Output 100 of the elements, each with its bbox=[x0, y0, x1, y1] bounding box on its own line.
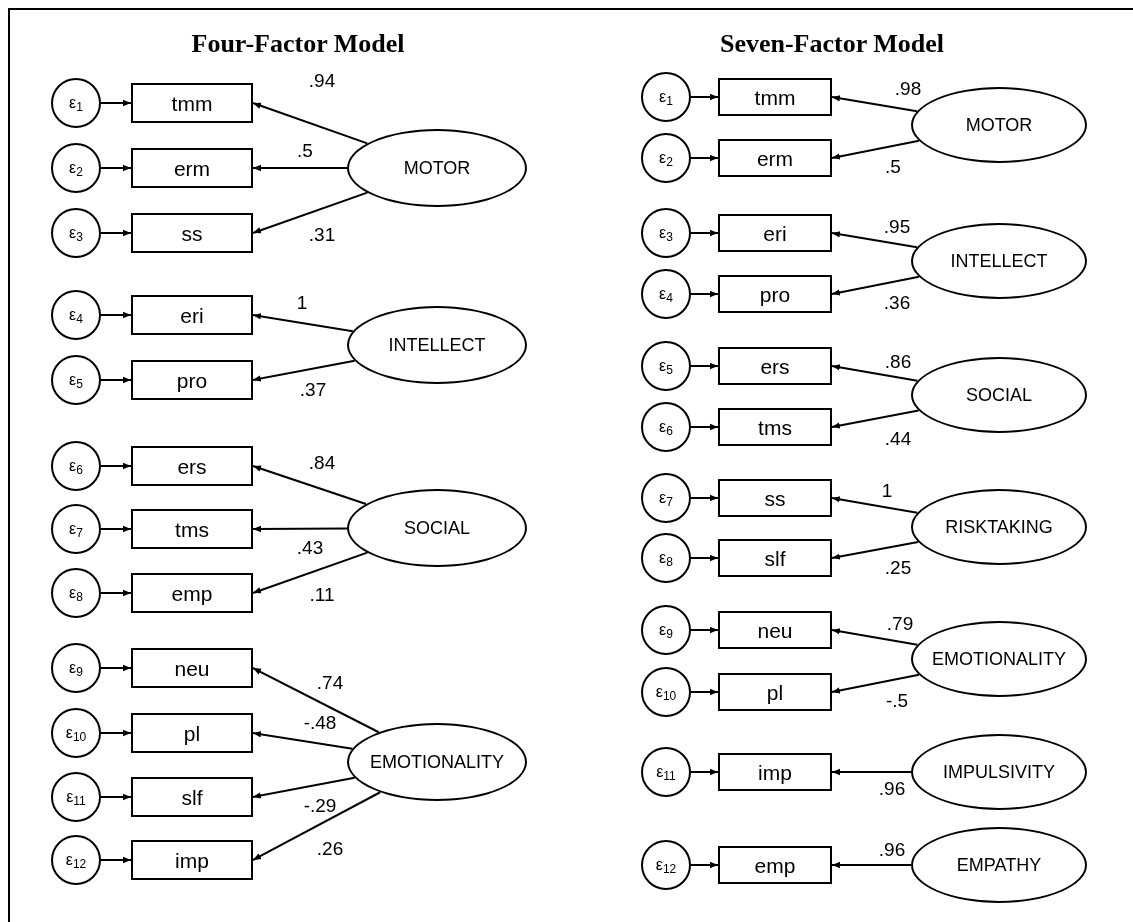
arrow bbox=[831, 95, 918, 113]
observed-variable-box: emp bbox=[718, 846, 832, 884]
arrow bbox=[690, 494, 719, 502]
observed-variable-box: pl bbox=[131, 713, 253, 753]
arrow bbox=[690, 154, 719, 162]
observed-variable-box: emp bbox=[131, 573, 253, 613]
edge-label: .74 bbox=[316, 672, 344, 692]
latent-factor-ellipse: INTELLECT bbox=[347, 306, 527, 384]
arrow bbox=[690, 768, 719, 776]
observed-variable-box: slf bbox=[131, 777, 253, 817]
arrow bbox=[100, 793, 132, 801]
arrow bbox=[690, 423, 719, 431]
edge-label: .86 bbox=[884, 351, 912, 371]
arrow bbox=[831, 364, 919, 382]
edge-label: .79 bbox=[886, 613, 914, 633]
edge-label: .11 bbox=[309, 584, 335, 604]
edge-label: -.29 bbox=[303, 795, 337, 815]
arrow bbox=[690, 229, 719, 237]
observed-variable-box: pro bbox=[131, 360, 253, 400]
edge-label: .95 bbox=[883, 216, 911, 236]
observed-variable-box: neu bbox=[131, 648, 253, 688]
edge-label: .96 bbox=[878, 839, 906, 859]
edge-label: .44 bbox=[884, 428, 912, 448]
arrow bbox=[690, 554, 719, 562]
latent-factor-ellipse: EMPATHY bbox=[911, 827, 1087, 903]
arrow bbox=[100, 664, 132, 672]
observed-variable-box: erm bbox=[131, 148, 253, 188]
arrow bbox=[690, 362, 719, 370]
arrow bbox=[252, 102, 369, 145]
observed-variable-box: ers bbox=[718, 347, 832, 385]
arrow bbox=[690, 290, 719, 298]
edge-label: .37 bbox=[299, 379, 327, 399]
observed-variable-box: tms bbox=[131, 509, 253, 549]
observed-variable-box: neu bbox=[718, 611, 832, 649]
arrow bbox=[252, 359, 356, 382]
arrow bbox=[100, 99, 132, 107]
arrow bbox=[831, 231, 918, 249]
arrow bbox=[690, 626, 719, 634]
arrow bbox=[100, 462, 132, 470]
observed-variable-box: imp bbox=[718, 753, 832, 791]
arrow bbox=[690, 861, 719, 869]
observed-variable-box: tmm bbox=[131, 83, 253, 123]
observed-variable-box: tmm bbox=[718, 78, 832, 116]
edge-label: .5 bbox=[885, 156, 901, 176]
arrow bbox=[831, 496, 919, 514]
observed-variable-box: ss bbox=[131, 213, 253, 253]
edge-label: .36 bbox=[883, 292, 911, 312]
observed-variable-box: pro bbox=[718, 275, 832, 313]
arrow bbox=[831, 673, 920, 694]
latent-factor-ellipse: RISKTAKING bbox=[911, 489, 1087, 565]
observed-variable-box: imp bbox=[131, 840, 253, 880]
arrow bbox=[100, 856, 132, 864]
latent-factor-ellipse: SOCIAL bbox=[911, 357, 1087, 433]
edge-label: .31 bbox=[308, 224, 336, 244]
latent-factor-ellipse: SOCIAL bbox=[347, 489, 527, 567]
arrow bbox=[100, 164, 132, 172]
edge-label: -.5 bbox=[885, 690, 909, 710]
edge-label: .43 bbox=[296, 537, 324, 557]
latent-factor-ellipse: EMOTIONALITY bbox=[347, 723, 527, 801]
panel-title: Four-Factor Model bbox=[191, 31, 405, 57]
arrow bbox=[252, 191, 369, 234]
arrow bbox=[831, 628, 919, 646]
arrow bbox=[831, 139, 920, 160]
edge-label: 1 bbox=[296, 292, 308, 312]
observed-variable-box: eri bbox=[131, 295, 253, 335]
edge-label: .84 bbox=[308, 452, 336, 472]
arrow bbox=[252, 551, 369, 594]
arrow bbox=[100, 311, 132, 319]
edge-label: .96 bbox=[878, 778, 906, 798]
observed-variable-box: eri bbox=[718, 214, 832, 252]
arrow bbox=[690, 93, 719, 101]
arrow bbox=[252, 465, 367, 506]
arrow bbox=[831, 275, 920, 296]
arrow bbox=[831, 409, 920, 429]
arrow bbox=[252, 525, 348, 533]
arrow bbox=[252, 791, 382, 861]
latent-factor-ellipse: IMPULSIVITY bbox=[911, 734, 1087, 810]
arrow bbox=[831, 768, 912, 776]
observed-variable-box: ss bbox=[718, 479, 832, 517]
arrow bbox=[252, 667, 380, 734]
arrow bbox=[831, 861, 912, 869]
arrow bbox=[831, 541, 920, 560]
panel-title: Seven-Factor Model bbox=[719, 31, 945, 57]
arrow bbox=[252, 731, 354, 750]
arrow bbox=[100, 729, 132, 737]
edge-label: 1 bbox=[881, 480, 893, 500]
edge-label: .26 bbox=[316, 838, 344, 858]
arrow bbox=[252, 313, 354, 333]
edge-label: .5 bbox=[297, 140, 313, 160]
arrow bbox=[252, 164, 348, 172]
arrow bbox=[100, 376, 132, 384]
observed-variable-box: slf bbox=[718, 539, 832, 577]
edge-label: .25 bbox=[884, 557, 912, 577]
arrow bbox=[100, 589, 132, 597]
latent-factor-ellipse: INTELLECT bbox=[911, 223, 1087, 299]
arrow bbox=[100, 229, 132, 237]
observed-variable-box: erm bbox=[718, 139, 832, 177]
latent-factor-ellipse: MOTOR bbox=[347, 129, 527, 207]
arrow bbox=[252, 776, 356, 799]
observed-variable-box: ers bbox=[131, 446, 253, 486]
